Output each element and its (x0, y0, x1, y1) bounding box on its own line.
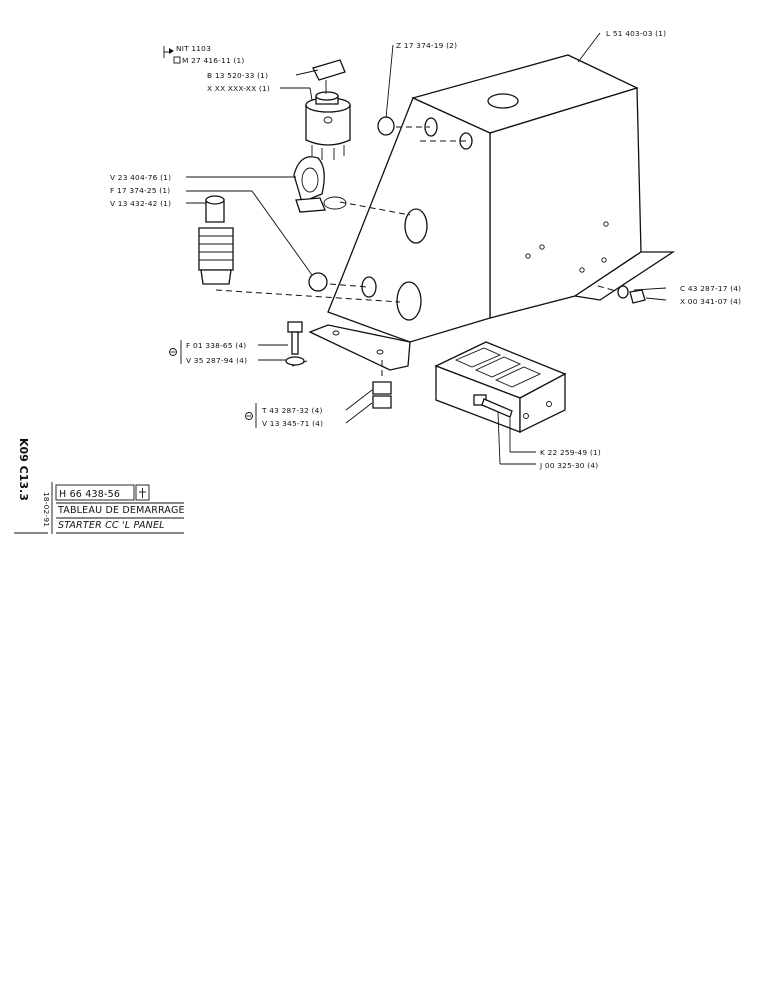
title-block: K09 C13.3 18-02-91 H 66 438-56 TABLEAU D… (14, 438, 185, 534)
label-m27: M 27 416-11 (1) (182, 56, 244, 65)
nut-washer-right (617, 285, 646, 304)
label-v13b: V 13 345-71 (4) (262, 419, 323, 428)
label-x00: X 00 341-07 (4) (680, 297, 741, 306)
title-fr: TABLEAU DE DEMARRAGE (57, 505, 185, 516)
label-c43: C 43 287-17 (4) (680, 284, 741, 293)
title-en: STARTER CC 'L PANEL (58, 520, 165, 531)
indicator-cover (293, 156, 347, 213)
sheet-date: 18-02-91 (42, 492, 51, 527)
label-nit: NIT 1103 (176, 44, 211, 53)
label-v23: V 23 404-76 (1) (110, 173, 171, 182)
nuts-stack (372, 381, 392, 409)
label-k22: K 22 259-49 (1) (540, 448, 601, 457)
part-number: H 66 438-56 (59, 489, 120, 500)
label-f17: F 17 374-25 (1) (110, 186, 170, 195)
label-j00: J 00 325-30 (4) (539, 461, 598, 470)
plug-top (377, 116, 395, 136)
push-button-switch (198, 195, 234, 285)
bracket (434, 341, 567, 434)
label-f01: F 01 338-65 (4) (186, 341, 246, 350)
panel-housing (308, 54, 676, 371)
plug-bottom (308, 272, 328, 292)
label-l51: L 51 403-03 (1) (606, 29, 666, 38)
label-z17: Z 17 374-19 (2) (396, 41, 457, 50)
label-v13a: V 13 432-42 (1) (110, 199, 171, 208)
label-v35: V 35 287-94 (4) (186, 356, 247, 365)
group-markers (169, 48, 253, 420)
leader-lines (163, 32, 667, 465)
label-xxx: X XX XXX-XX (1) (207, 84, 270, 93)
ignition-switch (305, 59, 351, 160)
bolt (285, 321, 305, 366)
sheet-code: K09 C13.3 (17, 438, 30, 501)
label-t43: T 43 287-32 (4) (261, 406, 323, 415)
label-b13: B 13 520-33 (1) (207, 71, 268, 80)
